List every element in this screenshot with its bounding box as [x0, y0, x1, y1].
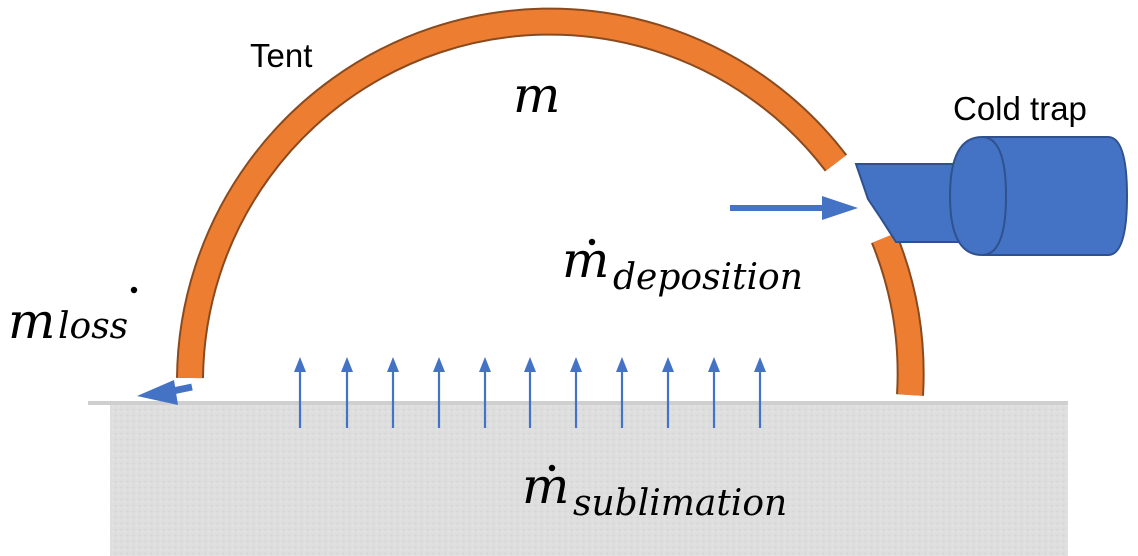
cold-trap [854, 136, 1129, 256]
up-arrow-icon [479, 357, 491, 428]
up-arrow-icon [294, 357, 306, 428]
sublimation-rate-symbol: m [522, 457, 569, 515]
loss-rate-label: m loss [8, 286, 138, 350]
tent-mass-symbol: m [513, 66, 560, 124]
tent-label: Tent [250, 37, 312, 74]
sublimation-rate-label: m sublimation [522, 457, 787, 524]
up-arrow-icon [662, 357, 674, 428]
cold-trap-cylinder [948, 136, 1129, 256]
tent-arc [176, 7, 925, 396]
cold-trap-funnel [854, 163, 961, 243]
time-derivative-dot [548, 464, 556, 472]
time-derivative-dot [588, 238, 596, 246]
deposition-subscript: deposition [613, 257, 803, 298]
loss-rate-symbol: m [8, 292, 55, 350]
up-arrow-icon [341, 357, 353, 428]
up-arrow-icon [616, 357, 628, 428]
ground-block [110, 403, 1068, 556]
up-arrow-icon [387, 357, 399, 428]
right-arrow-icon [730, 196, 858, 220]
deposition-rate-label: m deposition [562, 231, 803, 298]
time-derivative-dot [130, 286, 138, 294]
loss-subscript: loss [58, 306, 128, 347]
up-arrow-icon [754, 357, 766, 428]
sublimation-arrows [294, 357, 766, 428]
left-arrow-icon [137, 380, 193, 405]
cold-trap-label: Cold trap [953, 90, 1087, 127]
up-arrow-icon [708, 357, 720, 428]
ground-surface-line [88, 401, 1068, 405]
deposition-rate-symbol: m [562, 231, 609, 289]
up-arrow-icon [570, 357, 582, 428]
sublimation-subscript: sublimation [573, 483, 787, 524]
up-arrow-icon [433, 357, 445, 428]
up-arrow-icon [524, 357, 536, 428]
